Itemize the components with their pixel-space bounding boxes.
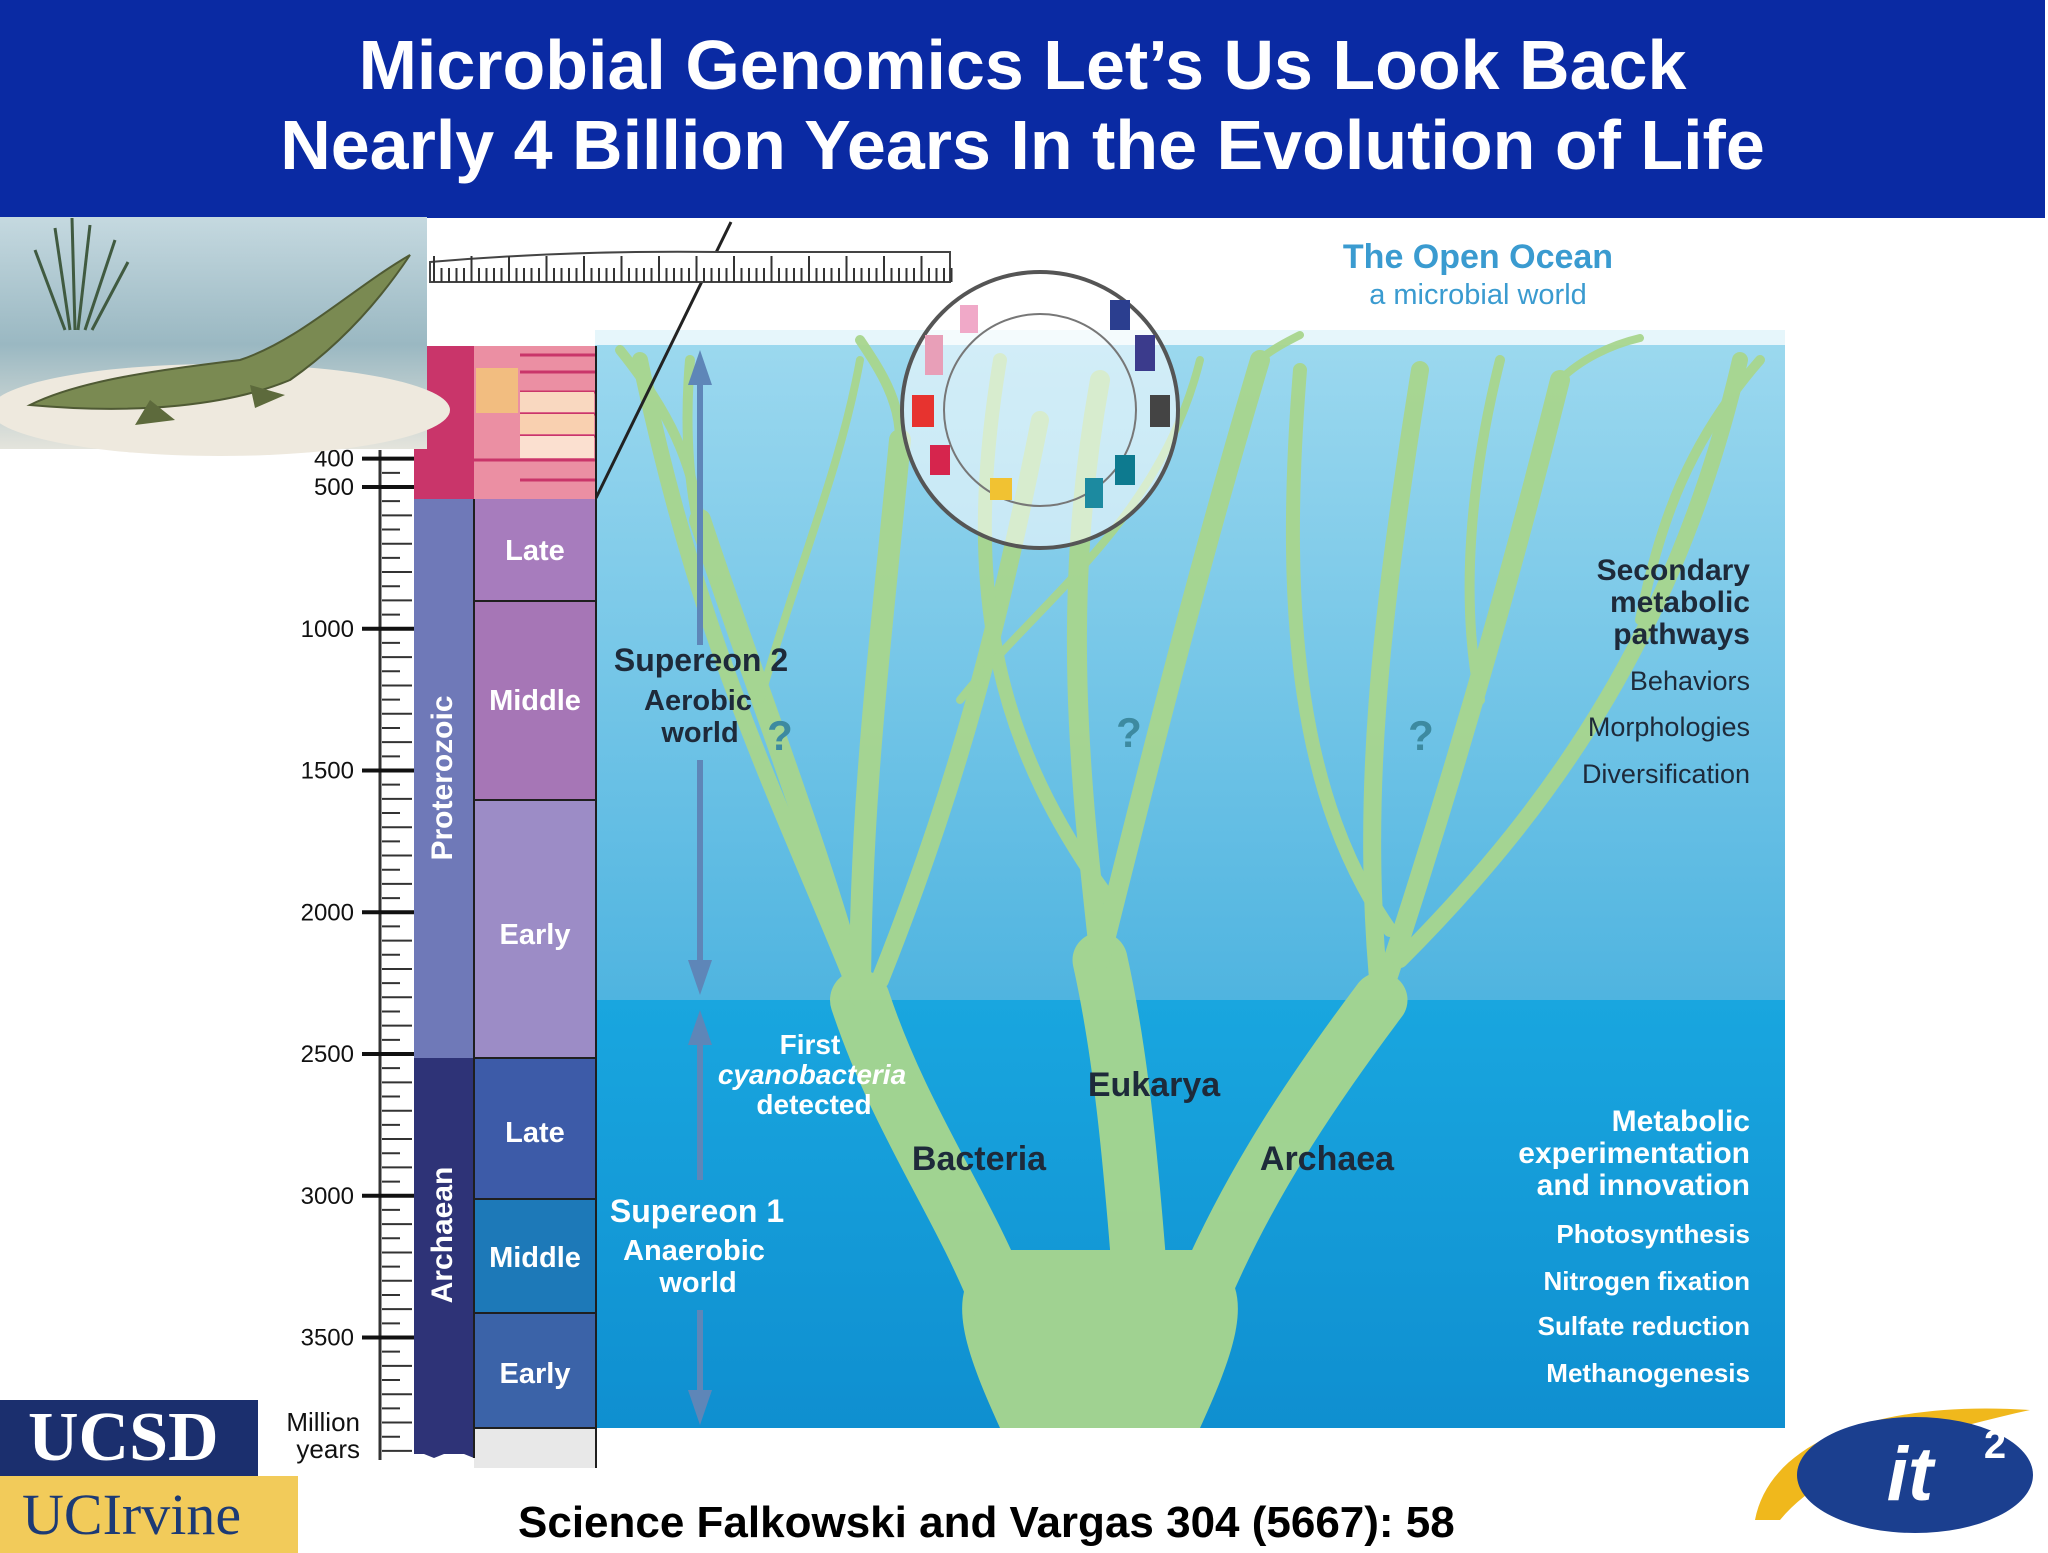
supereon-1-title: Supereon 1 xyxy=(610,1193,784,1229)
ocean-subtitle: a microbial world xyxy=(1369,279,1587,311)
lower-note-sulfate-reduction: Sulfate reduction xyxy=(1538,1311,1750,1341)
era-label-proterozoic-early: Early xyxy=(500,919,571,951)
geologic-timescale: Proterozoic Archaean Late Middle Early L… xyxy=(414,346,597,1468)
axis-tick-label-1500: 1500 xyxy=(301,758,354,785)
upper-notes-heading-2: metabolic xyxy=(1610,586,1750,619)
era-label-archaean-middle: Middle xyxy=(489,1242,581,1274)
lower-note-nitrogen-fixation: Nitrogen fixation xyxy=(1543,1266,1750,1296)
axis-tick-label-2500: 2500 xyxy=(301,1041,354,1068)
ucsd-logo: UCSD xyxy=(0,1400,258,1476)
era-bar-archaean-late xyxy=(474,1058,596,1199)
lower-notes-heading-2: experimentation xyxy=(1518,1137,1750,1170)
era-bar-proterozoic-early xyxy=(474,800,596,1058)
citation: Science Falkowski and Vargas 304 (5667):… xyxy=(518,1498,1455,1547)
proterozoic-eon-bar xyxy=(414,499,474,1058)
top-ruler xyxy=(429,250,953,283)
era-label-archaean-late: Late xyxy=(505,1117,565,1149)
domain-label-eukarya: Eukarya xyxy=(1088,1066,1221,1104)
lower-note-methanogenesis: Methanogenesis xyxy=(1546,1358,1750,1388)
axis-tick-label-3000: 3000 xyxy=(301,1183,354,1210)
domain-label-bacteria: Bacteria xyxy=(912,1140,1047,1178)
genome-circle xyxy=(900,270,1180,550)
axis-tick-label-3500: 3500 xyxy=(301,1325,354,1352)
era-bar-archaean-early xyxy=(474,1313,596,1428)
calit2-logo-text: it xyxy=(1887,1432,1936,1517)
calit2-logo: it 2 xyxy=(1755,1408,2033,1533)
uc-irvine-logo: UCIrvine xyxy=(0,1476,298,1553)
axis-tick-label-2000: 2000 xyxy=(301,899,354,926)
upper-notes-heading-1: Secondary xyxy=(1597,554,1751,587)
axis-unit-line-2: years xyxy=(296,1434,360,1464)
supereon-1-line-1: Anaerobic xyxy=(623,1235,765,1267)
axis-tick-label-1000: 1000 xyxy=(301,616,354,643)
upper-notes-heading-3: pathways xyxy=(1613,618,1750,651)
cyanobacteria-line-1: First xyxy=(780,1029,841,1060)
upper-note-diversification: Diversification xyxy=(1582,759,1750,789)
title-line-1: Microbial Genomics Let’s Us Look Back xyxy=(358,26,1687,104)
supereon-1-line-2: world xyxy=(658,1267,736,1299)
tiktaalik-illustration xyxy=(0,217,450,456)
era-bar-proterozoic-late xyxy=(474,499,596,601)
axis-unit-line-1: Million xyxy=(286,1407,360,1437)
upper-ocean xyxy=(595,330,1785,1000)
lower-notes-heading-1: Metabolic xyxy=(1612,1105,1750,1138)
era-bar-proterozoic-middle xyxy=(474,601,596,800)
axis-tick-label-500: 500 xyxy=(314,474,354,501)
supereon-2-line-2: world xyxy=(660,717,738,749)
question-mark-right: ? xyxy=(1408,712,1434,759)
calit2-logo-superscript: 2 xyxy=(1984,1423,2006,1467)
lower-note-photosynthesis: Photosynthesis xyxy=(1556,1219,1750,1249)
upper-note-behaviors: Behaviors xyxy=(1630,666,1750,696)
supereon-arrows xyxy=(688,350,712,1425)
supereon-2-line-1: Aerobic xyxy=(644,685,752,717)
question-mark-center: ? xyxy=(1116,709,1142,756)
eon-label-archaean: Archaean xyxy=(426,1167,459,1304)
era-bar-archaean-middle xyxy=(474,1199,596,1313)
ocean-surface xyxy=(595,314,1785,345)
title-line-2: Nearly 4 Billion Years In the Evolution … xyxy=(280,106,1765,184)
era-label-proterozoic-middle: Middle xyxy=(489,685,581,717)
cyanobacteria-line-3: detected xyxy=(756,1089,871,1120)
supereon-2-title: Supereon 2 xyxy=(614,642,788,678)
ocean-title: The Open Ocean xyxy=(1343,238,1613,276)
era-label-archaean-early: Early xyxy=(500,1358,571,1390)
question-mark-left: ? xyxy=(767,712,793,759)
upper-note-morphologies: Morphologies xyxy=(1588,712,1750,742)
lower-notes-heading-3: and innovation xyxy=(1537,1169,1750,1202)
domain-label-archaea: Archaea xyxy=(1260,1140,1395,1178)
slide-header: Microbial Genomics Let’s Us Look Back Ne… xyxy=(0,0,2045,218)
era-label-proterozoic-late: Late xyxy=(505,535,565,567)
archaean-eon-bar xyxy=(414,1058,474,1454)
cyanobacteria-line-2: cyanobacteria xyxy=(718,1059,906,1090)
eon-label-proterozoic: Proterozoic xyxy=(426,695,459,860)
